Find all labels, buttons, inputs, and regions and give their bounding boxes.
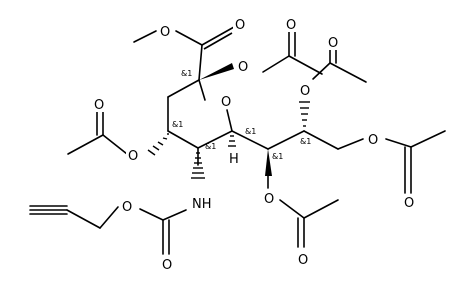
amide-nitrogen-label: NH (192, 197, 212, 212)
c2-acetoxy-oxygen-label: O (238, 60, 248, 75)
c4-acetoxy-oxygen-label: O (128, 149, 138, 164)
c9-acetyl-carbonyl-oxygen-label: O (404, 196, 414, 211)
carbamate-carbonyl-oxygen-label: O (162, 258, 172, 273)
stereo-descriptor-c6: &1 (245, 127, 256, 136)
stereo-descriptors: &1 &1 &1 &1 &1 &1 (172, 69, 311, 161)
c6-hydrogen-label: H (229, 152, 239, 167)
c4-acetyl-carbonyl-oxygen-label: O (94, 98, 104, 113)
c8-acetoxy-oxygen-label: O (300, 84, 310, 99)
c8-acetyl-carbonyl-oxygen-label: O (328, 36, 338, 51)
atom-labels: O O O O O O O O O O O O O NH O O H (92, 16, 416, 273)
stereo-descriptor-c7: &1 (272, 152, 283, 161)
stereo-descriptor-c4: &1 (172, 120, 183, 129)
c7-acetyl-carbonyl-oxygen-label: O (298, 253, 308, 268)
c2-acetyl-carbonyl-oxygen-label: O (286, 18, 296, 33)
stereo-bonds (147, 63, 311, 189)
bonds (29, 26, 446, 255)
c9-acetoxy-oxygen-label: O (368, 133, 378, 148)
ring-oxygen-label: O (221, 95, 231, 110)
stereo-descriptor-c5: &1 (205, 142, 216, 151)
stereo-descriptor-c2: &1 (181, 69, 192, 78)
ester-oxygen-label: O (160, 25, 170, 40)
carbamate-oxygen-label: O (122, 200, 132, 215)
ester-carbonyl-oxygen-label: O (235, 18, 245, 33)
stereo-descriptor-c8: &1 (300, 137, 311, 146)
c7-acetoxy-oxygen-label: O (264, 192, 274, 207)
